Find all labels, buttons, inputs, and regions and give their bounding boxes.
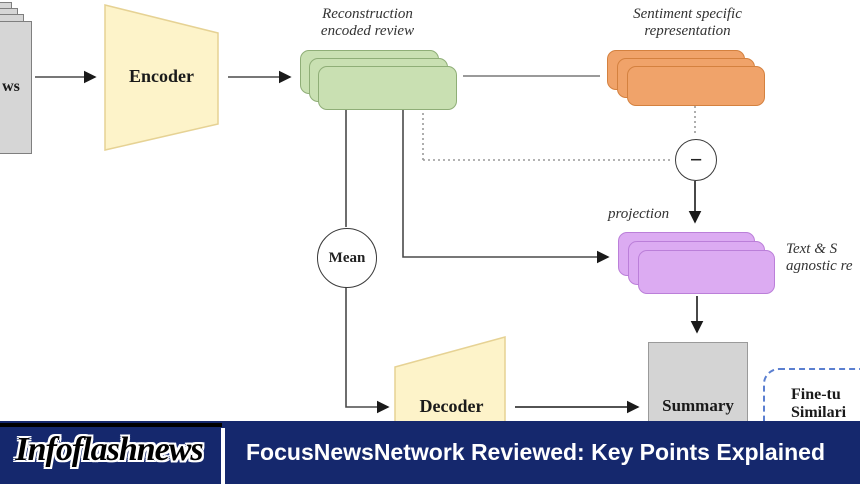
purple-card-front <box>638 250 775 294</box>
green-card-front <box>318 66 457 110</box>
summary-label: Summary <box>662 396 734 415</box>
reviews-label: ws <box>2 78 20 95</box>
projection-label: projection <box>608 206 670 222</box>
minus-icon: − <box>689 147 703 172</box>
mean-label: Mean <box>328 249 366 266</box>
finetune-label: Fine-tu Similari <box>791 386 847 421</box>
orange-card-front <box>627 66 765 106</box>
decoder-label: Decoder <box>419 396 484 416</box>
channel-logo: Infoflashnews <box>15 431 203 468</box>
news-banner: Infoflashnews FocusNewsNetwork Reviewed:… <box>0 421 860 484</box>
banner-topline <box>0 423 222 427</box>
encoder-shape <box>104 4 219 151</box>
orange-stack-label: Sentiment specific representation <box>633 6 742 39</box>
encoder-label: Encoder <box>129 66 194 86</box>
minus-node: − <box>675 139 717 181</box>
reviews-stack <box>0 21 32 154</box>
agnostic-label: Text & S agnostic re <box>786 241 853 274</box>
green-stack-label: Reconstruction encoded review <box>320 6 415 39</box>
banner-divider <box>221 428 225 484</box>
headline-text: FocusNewsNetwork Reviewed: Key Points Ex… <box>246 439 825 465</box>
mean-node: Mean <box>317 228 377 288</box>
